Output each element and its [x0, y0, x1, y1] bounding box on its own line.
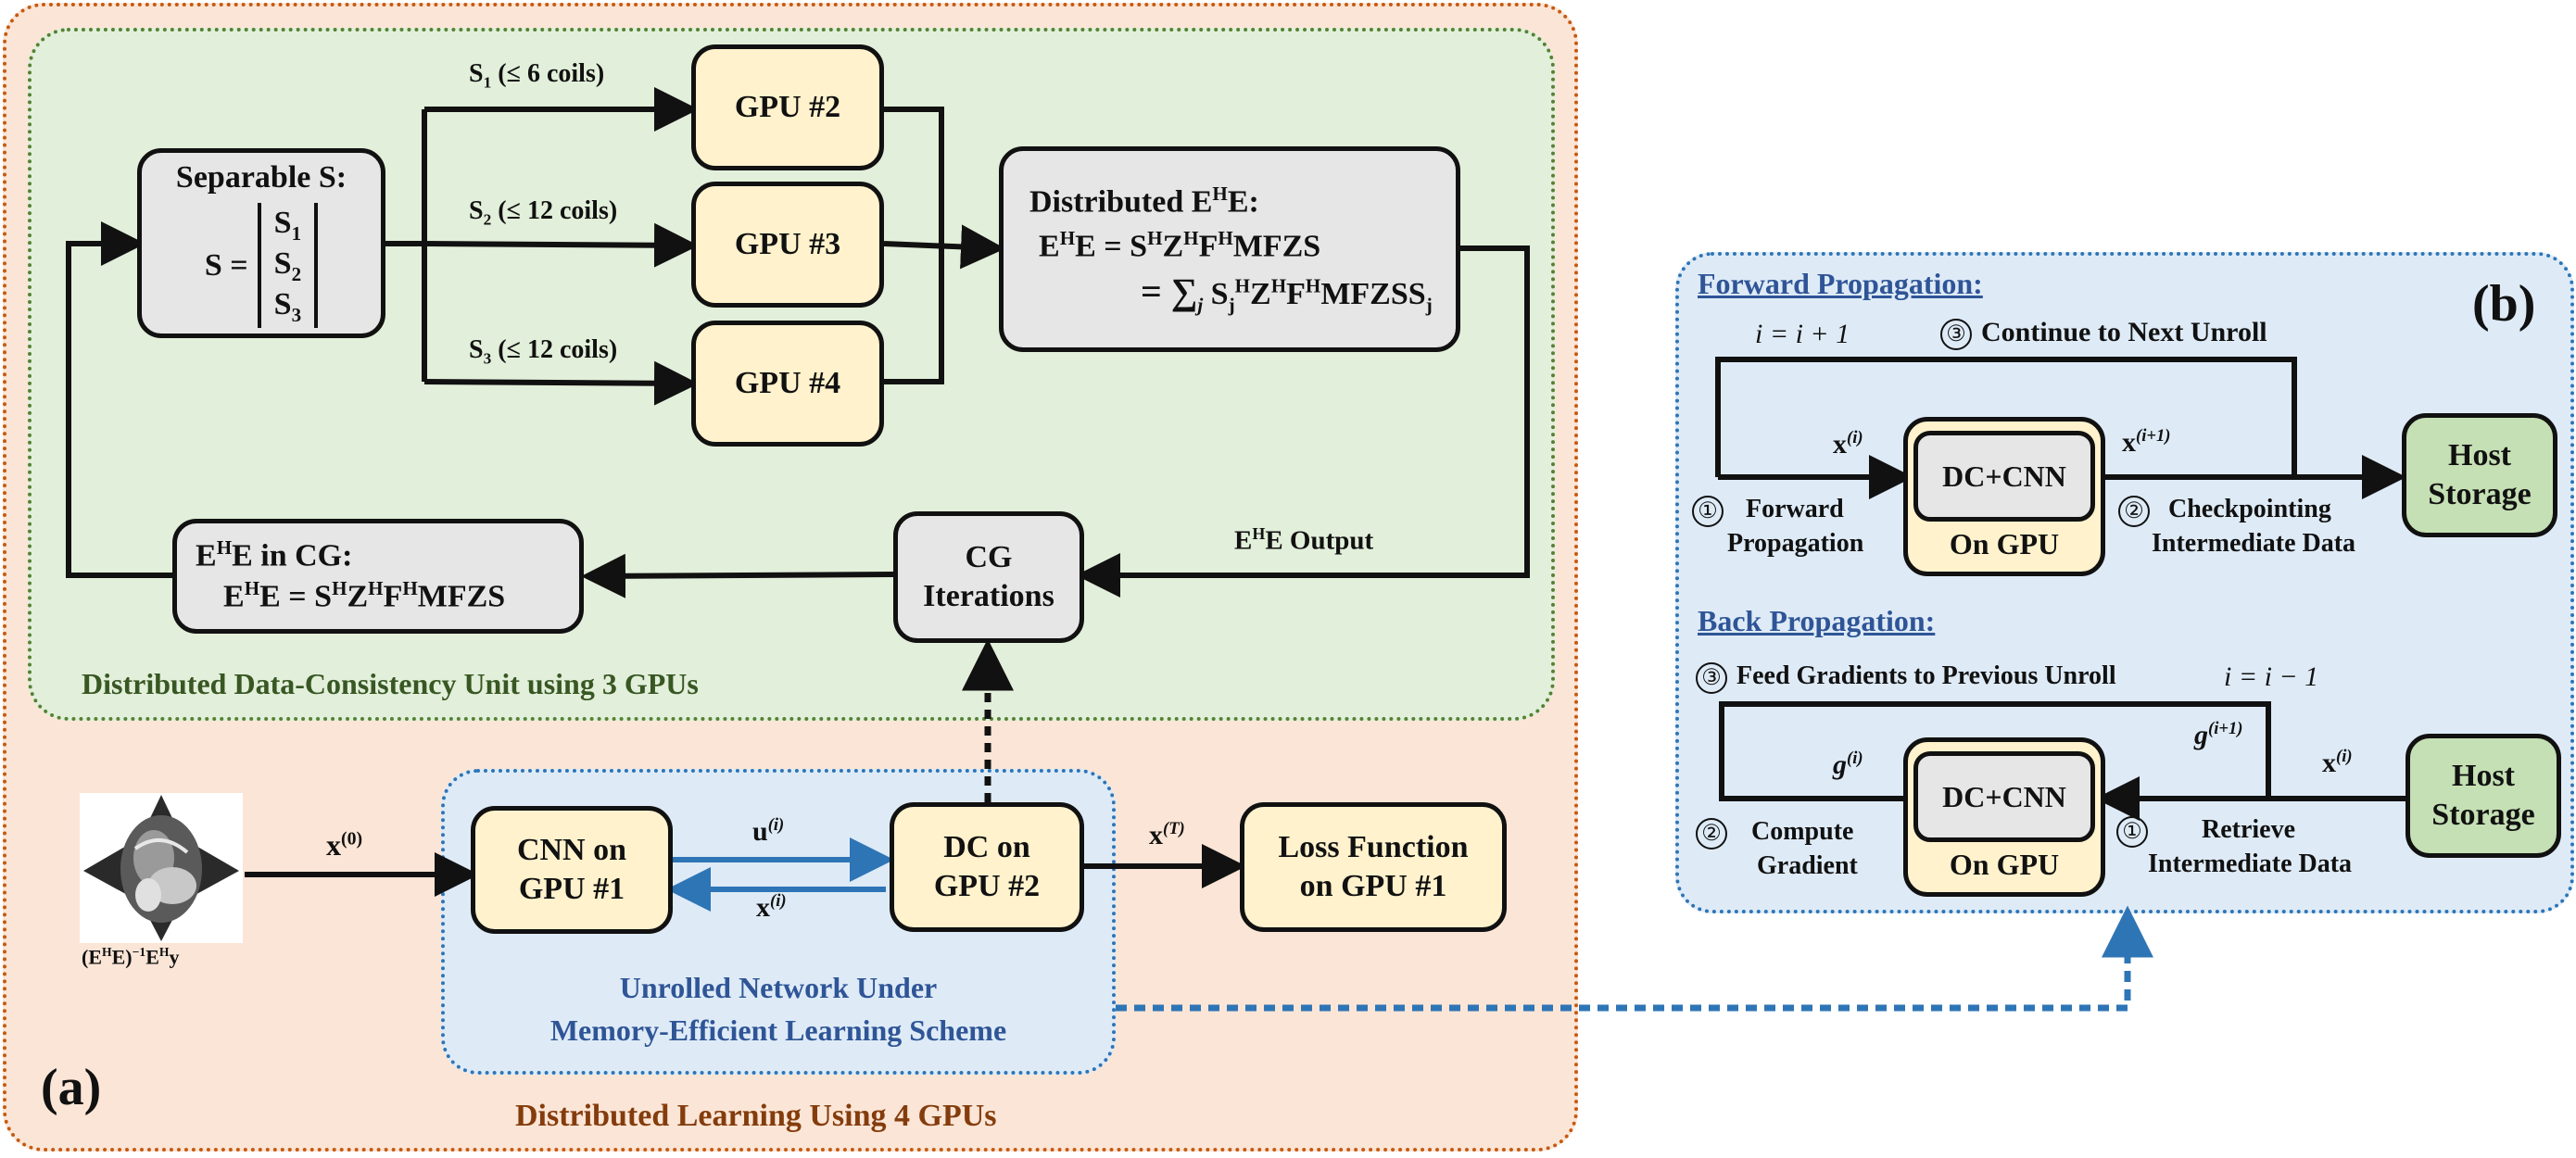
circled-1-icon: ① — [2116, 815, 2148, 848]
gpu-3-box: GPU #3 — [691, 182, 884, 308]
panel-a-caption: Distributed Learning Using 4 GPUs — [515, 1099, 997, 1133]
separable-lhs: S = — [204, 247, 248, 283]
distributed-title: Distributed EHE: — [1029, 183, 1259, 220]
initial-label: (EHE)−1EHy — [82, 945, 180, 969]
initial-mri-image — [80, 793, 243, 943]
fwd-host-storage: Host Storage — [2402, 413, 2557, 537]
bwd-g-label: g(i) — [1833, 749, 1863, 780]
bwd-g-next-label: g(i+1) — [2194, 719, 2243, 750]
cnn-label: CNN on — [516, 832, 627, 867]
fwd-dc-cnn-outer: DC+CNN On GPU — [1903, 417, 2105, 576]
forward-title: Forward Propagation: — [1698, 267, 1983, 300]
gpu-4-box: GPU #4 — [691, 321, 884, 447]
bwd-x-label: x(i) — [2322, 747, 2353, 778]
loss-label: Loss Function — [1278, 829, 1469, 864]
dc-unit-arrows — [66, 87, 1530, 897]
loss-function-box: Loss Function on GPU #1 — [1240, 802, 1507, 932]
fwd-on-gpu: On GPU — [1949, 527, 2060, 560]
panel-a-tag: (a) — [41, 1059, 102, 1116]
gpu-3-label: GPU #3 — [734, 226, 841, 261]
gpu-2-box: GPU #2 — [691, 44, 884, 170]
bwd-counter: i = i − 1 — [2224, 661, 2319, 692]
fwd-x-label: x(i) — [1833, 428, 1863, 459]
panel-b-tag: (b) — [2472, 275, 2536, 333]
cnn-gpu1-box: CNN on GPU #1 — [471, 806, 673, 934]
ehe-in-cg-eq: EHE = SHZHFHMFZS — [223, 577, 506, 614]
cnn-gpu-label: GPU #1 — [518, 872, 625, 906]
dc-label: DC on — [943, 829, 1030, 864]
ehe-in-cg-box: EHE in CG: EHE = SHZHFHMFZS — [172, 519, 584, 634]
u-label: u(i) — [752, 815, 785, 847]
separable-matrix: S = S1 S2 S3 — [204, 203, 319, 329]
distributed-ehe-box: Distributed EHE: EHE = SHZHFHMFZS = ∑j S… — [999, 146, 1460, 352]
mri-star-icon — [83, 795, 239, 941]
ehe-output-label: EHE Output — [1234, 524, 1374, 556]
branch-label-1: S1 (≤ 6 coils) — [469, 59, 605, 92]
unrolled-caption-2: Memory-Efficient Learning Scheme — [549, 1013, 1007, 1047]
forward-arrows — [1715, 357, 2406, 499]
bwd-dc-cnn-inner: DC+CNN — [1913, 751, 2095, 842]
backward-arrows — [1719, 701, 2406, 821]
x0-label: x(0) — [326, 828, 363, 862]
fwd-counter: i = i + 1 — [1755, 319, 1850, 349]
fwd-dc-cnn-inner: DC+CNN — [1913, 431, 2095, 522]
separable-s-box: Separable S: S = S1 S2 S3 — [137, 148, 385, 338]
x-label: x(i) — [756, 891, 787, 923]
dc-gpu2-box: DC on GPU #2 — [890, 802, 1084, 932]
link-to-panel-b — [1116, 905, 2153, 1012]
circled-2-icon: ② — [1696, 817, 1727, 850]
ehe-in-cg-title: EHE in CG: — [196, 536, 353, 573]
dc-gpu-label: GPU #2 — [933, 869, 1041, 903]
circled-1-icon: ① — [1692, 495, 1724, 527]
backward-title: Back Propagation: — [1698, 604, 1936, 637]
gpu-4-label: GPU #4 — [734, 365, 841, 400]
bwd-host-storage: Host Storage — [2406, 734, 2561, 858]
circled-2-icon: ② — [2118, 495, 2150, 527]
fwd-x-next-label: x(i+1) — [2122, 426, 2171, 458]
separable-title: Separable S: — [175, 159, 347, 195]
bwd-dc-cnn-outer: DC+CNN On GPU — [1903, 737, 2105, 897]
iterations-label: Iterations — [923, 579, 1054, 613]
branch-label-3: S3 (≤ 12 coils) — [469, 335, 618, 368]
distributed-eq-1: EHE = SHZHFHMFZS — [1039, 226, 1321, 264]
xT-label: x(T) — [1149, 819, 1185, 850]
circled-3-icon: ③ — [1940, 319, 1972, 351]
cg-iterations-box: CG Iterations — [893, 511, 1084, 643]
loss-gpu-label: on GPU #1 — [1299, 869, 1447, 903]
branch-label-2: S2 (≤ 12 coils) — [469, 196, 618, 229]
bwd-on-gpu: On GPU — [1949, 848, 2060, 881]
dc-unit-caption: Distributed Data-Consistency Unit using … — [82, 667, 699, 700]
unrolled-caption-1: Unrolled Network Under — [619, 971, 938, 1004]
circled-3-icon: ③ — [1696, 661, 1727, 694]
distributed-eq-2: = ∑j SjHZHFHMFZSSj — [1141, 270, 1433, 316]
cg-label: CG — [965, 539, 1013, 574]
gpu-2-label: GPU #2 — [734, 89, 841, 124]
separable-matrix-column: S1 S2 S3 — [257, 203, 319, 329]
